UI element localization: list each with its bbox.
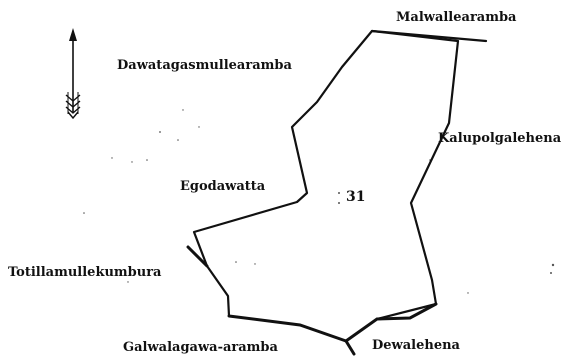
boundary-southeast-spur xyxy=(344,339,356,356)
label-totillamullekumbura: Totillamullekumbura xyxy=(8,265,162,280)
label-egodawatta: Egodawatta xyxy=(180,179,266,194)
north-arrow-icon xyxy=(65,28,81,120)
boundary-south-edge xyxy=(227,314,348,343)
label-malwallearamba: Malwallearamba xyxy=(396,10,517,25)
label-dewalehena: Dewalehena xyxy=(372,338,461,353)
plot-boundary xyxy=(186,29,488,356)
label-kalupolgalehena: Kalupolgalehena xyxy=(438,131,562,146)
boundary-west-spur xyxy=(186,245,209,268)
boundary-north-edge xyxy=(370,29,488,43)
label-dawatagasmullearamba: Dawatagasmullearamba xyxy=(117,58,292,73)
label-galwalagawa-aramba: Galwalagawa-aramba xyxy=(123,340,279,355)
boundary-southeast-edge xyxy=(344,302,438,343)
plot-number: 31 xyxy=(346,189,365,205)
